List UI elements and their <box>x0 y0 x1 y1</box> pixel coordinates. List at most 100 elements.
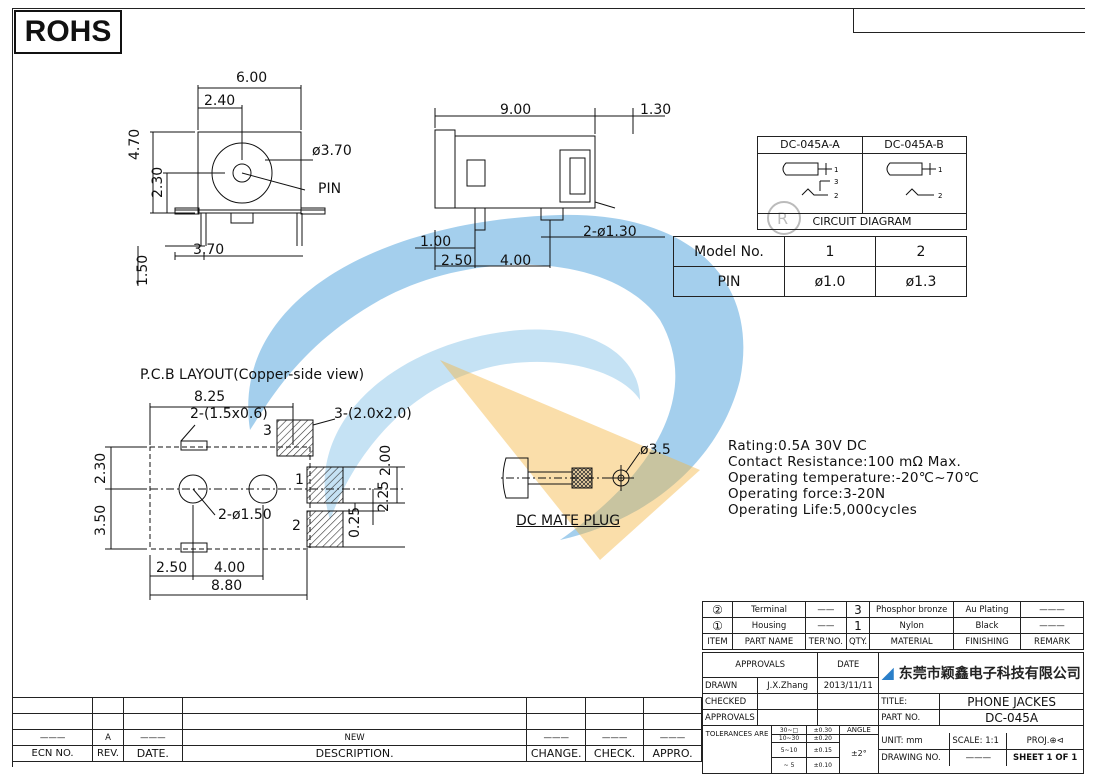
pin-table-header-2: 2 <box>875 236 967 267</box>
drawing-frame <box>12 8 1085 767</box>
svg-text:1: 1 <box>938 166 942 174</box>
rev-ecn: ——— <box>11 729 94 746</box>
tb-checked: CHECKED <box>702 693 758 710</box>
rev-appro: ——— <box>643 729 702 746</box>
tb-tol-val: ±0.20 <box>806 734 840 743</box>
rev-desc: NEW <box>181 729 528 746</box>
pcb-slot-label: 2-(1.5x0.6) <box>190 406 268 422</box>
tb-tol-range: 5~10 <box>770 742 808 758</box>
circuit-col-a: DC-045A-A <box>758 137 863 154</box>
pcb-pad2: 2 <box>292 518 301 534</box>
tb-company: ◢ 东莞市颖鑫电子科技有限公司 <box>878 652 1084 694</box>
front-width-dim: 6.00 <box>236 70 268 86</box>
bom-material: Nylon <box>869 617 954 634</box>
tb-scale: SCALE: 1:1 <box>949 732 1008 750</box>
rev-check: ——— <box>585 729 645 746</box>
tb-title: PHONE JACKES <box>939 693 1084 710</box>
tb-tol-range: ~ 5 <box>770 757 808 773</box>
rev-header-ecn: ECN NO. <box>11 745 94 762</box>
bom-header-name: PART NAME <box>731 633 807 650</box>
bom-table: ② Terminal —— 3 Phosphor bronze Au Plati… <box>702 601 1084 650</box>
front-hole-dia: ø3.70 <box>312 143 352 159</box>
front-height-dim: 4.70 <box>127 128 143 160</box>
tb-company-name: 东莞市颖鑫电子科技有限公司 <box>898 666 1081 682</box>
pcb-bot-b: 4.00 <box>214 560 246 576</box>
pcb-title: P.C.B LAYOUT(Copper-side view) <box>140 367 365 383</box>
bom-item: ② <box>702 601 733 618</box>
rev-header-rev: REV. <box>92 745 124 762</box>
svg-text:3: 3 <box>834 178 838 186</box>
bom-qty: 3 <box>845 601 871 618</box>
tb-unit: UNIT: mm <box>879 732 951 750</box>
pcb-bot-a: 2.50 <box>156 560 188 576</box>
tb-drawn: DRAWN <box>702 677 758 694</box>
tb-proj-label: PROJ. <box>1026 735 1050 746</box>
side-pin-dia: 2-ø1.30 <box>583 224 637 240</box>
bom-qty: 1 <box>845 617 871 634</box>
pcb-pad3: 3 <box>263 423 272 439</box>
tb-tol-val: ±0.10 <box>806 757 840 773</box>
side-length-dim: 9.00 <box>500 102 532 118</box>
pcb-dim-025: 0.25 <box>347 506 363 538</box>
circuit-diagram-box: DC-045A-A DC-045A-B 1 3 2 1 2 CIRCUIT DI… <box>757 136 967 230</box>
plug-label: DC MATE PLUG <box>516 513 621 529</box>
front-pin-spacing: 3.70 <box>193 242 225 258</box>
bom-finish: Black <box>952 617 1022 634</box>
rating-line: Operating temperature:-20℃~70℃ <box>728 470 980 486</box>
circuit-col-b: DC-045A-B <box>862 137 966 154</box>
title-block: APPROVALS DATE ◢ 东莞市颖鑫电子科技有限公司 DRAWN J.X… <box>701 652 1084 774</box>
rev-header-change: CHANGE. <box>526 745 587 762</box>
front-center-dim: 2.30 <box>150 166 166 198</box>
rating-specs: Rating:0.5A 30V DC Contact Resistance:10… <box>728 438 979 518</box>
pin-table-header-model: Model No. <box>672 236 786 267</box>
tb-date: DATE <box>817 652 880 678</box>
side-pin-b-dim: 4.00 <box>500 253 532 269</box>
pin-table-row-label: PIN <box>672 266 786 297</box>
side-protrusion-dim: 1.30 <box>640 102 672 118</box>
rating-line: Operating Life:5,000cycles <box>728 502 918 518</box>
corner-box <box>853 8 1085 33</box>
tb-tol-val: ±0.30 <box>806 726 840 735</box>
bom-finish: Au Plating <box>952 601 1022 618</box>
rev-header-appro: APPRO. <box>643 745 702 762</box>
bom-header-qty: QTY. <box>845 633 871 650</box>
pin-table: Model No. 1 2 PIN ø1.0 ø1.3 <box>672 236 967 297</box>
rating-line: Rating:0.5A 30V DC <box>728 438 867 454</box>
bom-ter: —— <box>805 617 847 634</box>
pcb-dim-225: 2.25 <box>376 480 392 512</box>
tb-angle: ANGLE <box>838 726 878 735</box>
bom-item: ① <box>702 617 733 634</box>
tb-part: DC-045A <box>939 709 1084 726</box>
svg-text:2: 2 <box>938 192 942 200</box>
tb-tolerances: TOLERANCES ARE 30~□ ±0.30 ANGLE 10~30 ±0… <box>701 725 880 774</box>
plug-dia: ø3.5 <box>640 442 671 458</box>
company-logo-icon: ◢ <box>881 663 894 682</box>
front-pin-label: PIN <box>318 181 342 197</box>
bom-name: Housing <box>731 617 807 634</box>
rev-header-desc: DESCRIPTION. <box>181 745 528 762</box>
tb-drawn-by: J.X.Zhang <box>756 677 819 694</box>
bom-header-material: MATERIAL <box>869 633 954 650</box>
bom-header-item: ITEM <box>702 633 733 650</box>
front-pin-length: 1.50 <box>135 254 151 286</box>
tb-tol-range: 10~30 <box>770 734 808 743</box>
tb-proj: PROJ.⊕⊲ <box>1006 732 1083 750</box>
tb-title-label: TITLE: <box>878 693 941 710</box>
pcb-pad1: 1 <box>295 472 304 488</box>
projection-symbol-icon: ⊕⊲ <box>1049 735 1064 746</box>
pin-table-row-1: ø1.0 <box>784 266 876 297</box>
tb-approvals: APPROVALS <box>701 652 819 678</box>
rev-header-check: CHECK. <box>585 745 645 762</box>
rating-line: Operating force:3-20N <box>728 486 886 502</box>
pcb-layout-drawing <box>105 403 405 600</box>
tb-unit-block: UNIT: mm SCALE: 1:1 PROJ.⊕⊲ DRAWING NO. … <box>878 725 1084 774</box>
rating-line: Contact Resistance:100 mΩ Max. <box>728 454 962 470</box>
svg-text:R: R <box>777 209 788 228</box>
revision-table: ——— A ——— NEW ——— ——— ——— ECN NO. REV. D… <box>11 697 702 762</box>
rev-date: ——— <box>122 729 183 746</box>
bom-remark: ——— <box>1020 601 1084 618</box>
pcb-h-bottom: 3.50 <box>93 504 109 536</box>
front-view-drawing <box>137 85 326 286</box>
tb-sheet: SHEET 1 OF 1 <box>1006 748 1083 766</box>
